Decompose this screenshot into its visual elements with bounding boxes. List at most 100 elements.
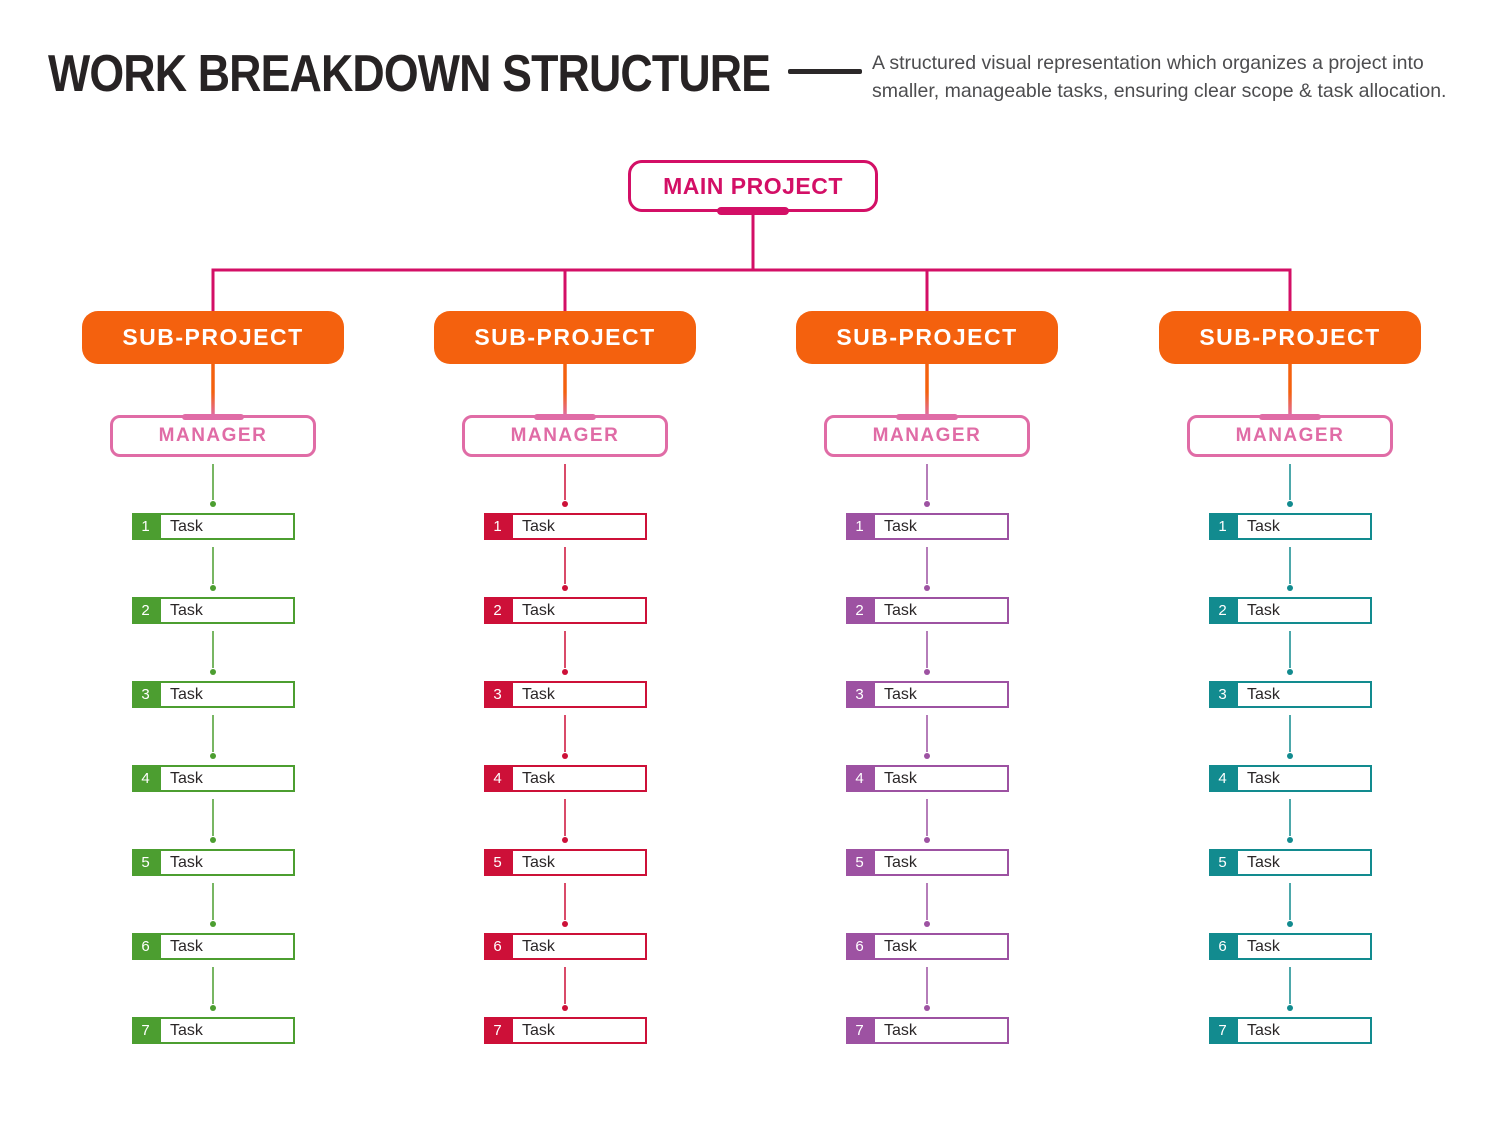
task-number: 7	[484, 1017, 511, 1044]
task-number: 6	[484, 933, 511, 960]
task-number: 2	[484, 597, 511, 624]
manager-label: MANAGER	[872, 425, 982, 446]
task-label: Task	[1236, 513, 1372, 540]
task-label: Task	[511, 1017, 647, 1044]
sub-project-label: SUB-PROJECT	[836, 324, 1018, 350]
manager-box: MANAGER	[462, 413, 668, 457]
page-description: A structured visual representation which…	[872, 52, 1447, 102]
task-label: Task	[511, 849, 647, 876]
manager-connector-tab	[1259, 413, 1321, 420]
task-number: 5	[484, 849, 511, 876]
task-label: Task	[511, 765, 647, 792]
manager-connector-tab	[896, 413, 958, 420]
main-project-label: MAIN PROJECT	[663, 172, 843, 199]
task-number: 4	[846, 765, 873, 792]
task-label: Task	[1236, 597, 1372, 624]
sub-project-box: SUB-PROJECT	[434, 311, 696, 364]
title-dash	[788, 69, 862, 74]
manager-box: MANAGER	[824, 413, 1030, 457]
task-number: 6	[1209, 933, 1236, 960]
page-title: WORK BREAKDOWN STRUCTURE	[48, 45, 771, 103]
task-number: 3	[484, 681, 511, 708]
manager-connector-tab	[182, 413, 244, 420]
manager-box: MANAGER	[1187, 413, 1393, 457]
task-number: 6	[846, 933, 873, 960]
task-number: 2	[132, 597, 159, 624]
manager-label: MANAGER	[510, 425, 620, 446]
task-label: Task	[1236, 681, 1372, 708]
task-number: 6	[132, 933, 159, 960]
task-label: Task	[873, 765, 1009, 792]
manager-label: MANAGER	[1235, 425, 1345, 446]
task-number: 7	[846, 1017, 873, 1044]
task-label: Task	[873, 597, 1009, 624]
sub-project-label: SUB-PROJECT	[474, 324, 656, 350]
task-label: Task	[1236, 765, 1372, 792]
task-label: Task	[511, 681, 647, 708]
main-project-box: MAIN PROJECT	[628, 160, 878, 215]
task-number: 5	[132, 849, 159, 876]
task-number: 4	[1209, 765, 1236, 792]
task-number: 7	[1209, 1017, 1236, 1044]
task-label: Task	[159, 849, 295, 876]
task-number: 3	[1209, 681, 1236, 708]
task-label: Task	[1236, 1017, 1372, 1044]
task-label: Task	[1236, 849, 1372, 876]
task-label: Task	[873, 933, 1009, 960]
task-label: Task	[1236, 933, 1372, 960]
task-label: Task	[511, 597, 647, 624]
task-label: Task	[159, 513, 295, 540]
task-number: 4	[132, 765, 159, 792]
task-number: 7	[132, 1017, 159, 1044]
task-label: Task	[873, 849, 1009, 876]
sub-project-box: SUB-PROJECT	[796, 311, 1058, 364]
task-number: 5	[1209, 849, 1236, 876]
task-number: 4	[484, 765, 511, 792]
task-number: 3	[132, 681, 159, 708]
task-label: Task	[159, 765, 295, 792]
task-label: Task	[873, 513, 1009, 540]
task-number: 3	[846, 681, 873, 708]
sub-project-box: SUB-PROJECT	[1159, 311, 1421, 364]
task-label: Task	[511, 513, 647, 540]
task-label: Task	[159, 597, 295, 624]
manager-box: MANAGER	[110, 413, 316, 457]
task-label: Task	[873, 681, 1009, 708]
task-number: 1	[132, 513, 159, 540]
manager-connector-tab	[534, 413, 596, 420]
task-number: 1	[484, 513, 511, 540]
task-number: 1	[846, 513, 873, 540]
task-number: 2	[1209, 597, 1236, 624]
task-number: 5	[846, 849, 873, 876]
